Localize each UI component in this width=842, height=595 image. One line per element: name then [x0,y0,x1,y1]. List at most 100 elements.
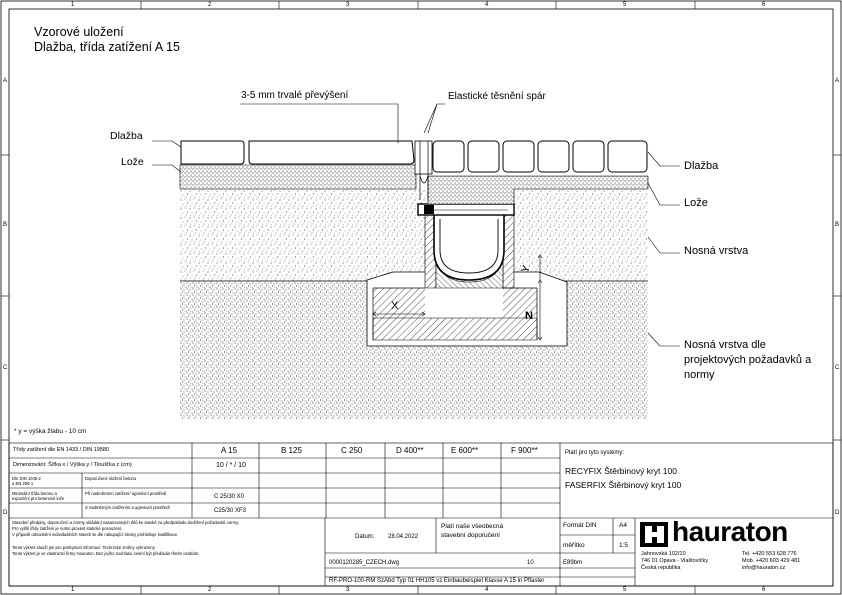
dim-n-label: N [525,310,533,322]
title-line-1: Vzorové uložení [34,25,124,39]
datum-value: 28.04.2022 [388,534,419,540]
concrete-haunch [373,288,425,318]
table-header-label: Třídy zatížení dle EN 1433 / DIN 19580 [13,447,109,453]
paving-left-1 [180,140,245,165]
paving-left-2 [248,140,415,165]
note-1: Stavební předpisy, doporučení a normy uk… [12,520,240,525]
row-letter-a: A [3,78,8,84]
leaders [152,103,680,347]
row3-left-2: expoziční pro betonové lože [12,496,65,501]
address-2: 746 01 Opava - Vlaštovičky [641,558,708,564]
systems-header: Platí pro tyto systémy: [565,450,625,456]
row1-label: Dimenzování: Šířka x / Výška y / Tloušťk… [13,462,132,468]
row-letter-c: C [3,365,8,371]
title-line-2: Dlažba, třída zatížení A 15 [34,40,180,54]
row-letter-a-right: A [835,78,840,84]
class-c250: C 250 [341,446,363,455]
label-bed-left: Lože [121,156,144,168]
base-layer [180,189,648,281]
col-number-5-bottom: 5 [623,587,627,593]
address-3: Česká republika [641,565,681,571]
row4-mid: S nadměrným zatížením a agresivní prostř… [85,505,170,510]
seal-bead [419,175,429,184]
datum-label: Datum: [355,534,375,540]
format-value: A4 [619,522,627,529]
label-paving-right: Dlažba [684,160,719,172]
hauraton-logo-text: hauraton [672,516,788,547]
row3-mid: Při nadměrném zatížení/ agresivní prostř… [85,491,167,496]
channel-inner [439,219,499,274]
col-number-3-bottom: 3 [346,587,350,593]
note-5: Tento výkres je ve vlastnictví firmy Hau… [12,551,200,556]
col-number-2: 2 [208,2,212,8]
col-number-1-bottom: 1 [71,587,75,593]
paving-right [432,140,648,173]
valid-line-2: stavební doporučení [441,532,500,539]
row-letter-b: B [3,222,8,228]
valid-line-1: Platí naše všeobecná [441,523,504,530]
dim-x [372,311,426,317]
row-letter-d: D [3,510,8,516]
note-2: Pro vyšší třídy zatížení je nutno provés… [12,526,123,531]
label-base-right: Nosná vrstva [684,245,749,257]
joint-seal [414,140,433,175]
label-subbase-1: Nosná vrstva dle [684,339,766,351]
address-1: Jahnovská 102/10 [641,551,686,557]
class-e600: E 600** [451,446,479,455]
row3-value: C 25/30 X0 [214,494,245,500]
col-number-6-bottom: 6 [762,587,766,593]
row2-left-1: Dle DIN 1045-2 [12,476,41,481]
col-number-2-bottom: 2 [208,587,212,593]
company-mail[interactable]: info@hauraton.cz [742,565,786,571]
row-letter-c-right: C [835,365,840,371]
row1-value: 10 / * / 10 [216,462,246,469]
systems-item-1: RECYFIX Štěrbinový kryt 100 [565,466,677,476]
row3-left-1: Minimální třída betonu a [12,491,57,496]
scale-label: měřítko [563,542,585,549]
revision: 10 [527,560,534,566]
col-number-4-bottom: 4 [485,587,489,593]
bed-layer-right [427,175,649,205]
bed-layer-left [179,164,417,190]
col-number-3: 3 [346,2,350,8]
col-number-4: 4 [485,2,489,8]
scale-value: 1:5 [619,542,629,549]
row-letter-d-right: D [835,510,840,516]
edition: E89bm [563,560,583,566]
title-block-grid [8,442,834,587]
label-bed-right: Lože [684,197,708,209]
class-f900: F 900** [511,446,538,455]
footer-title: RF-PRO-100-RM SzAbd Typ 01 HH105 vz Einb… [329,578,545,584]
class-b125: B 125 [281,446,302,455]
label-subbase-2: projektových požadavků a [684,354,812,366]
systems-item-2: FASERFIX Štěrbinový kryt 100 [565,480,682,490]
class-d400: D 400** [396,446,424,455]
hauraton-logo-mark [640,522,668,547]
drainage-channel [433,212,505,281]
col-number-6: 6 [762,2,766,8]
row-letter-b-right: B [835,222,840,228]
note-3: V případě odvodnění individuálních stave… [12,532,179,537]
row4-value: C25/30 XF3 [214,508,247,514]
concrete-bedding [372,317,538,341]
col-number-5: 5 [623,2,627,8]
drawing-number: 0000120285_CZECH.dwg [329,560,400,566]
concrete-haunch-right [503,288,537,318]
footnote: * y = výška žlabu - 10 cm [14,428,87,435]
row2-mid: Doporučené složení betonu [85,476,137,481]
col-number-1: 1 [71,2,75,8]
format-label: Formát DIN [563,522,597,529]
class-a15: A 15 [221,446,238,455]
company-mob: Mob. +420 603 429 481 [742,558,801,564]
company-tel: Tel. +420 553 628 776 [742,551,797,557]
slot-grate [424,205,434,214]
label-subbase-3: normy [684,369,715,381]
note-4: Tento výkres slouží jen pro poskytnutí i… [12,545,156,550]
row2-left-2: a EN 206-1 [12,481,34,486]
label-sealing: Elastické těsnění spár [448,91,546,102]
dim-y [537,254,543,280]
label-top-gap: 3-5 mm trvalé převýšení [241,90,349,101]
